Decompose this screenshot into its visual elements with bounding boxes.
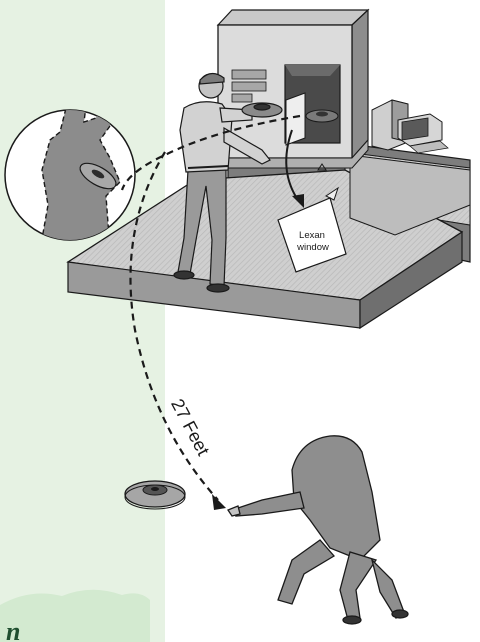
caption-fragment: n bbox=[6, 617, 20, 642]
side-panel bbox=[0, 0, 165, 642]
distance-label: 27 Feet bbox=[167, 396, 213, 459]
monitor-icon bbox=[372, 100, 448, 153]
lexan-label-line2: window bbox=[296, 242, 329, 253]
caption-patch bbox=[0, 590, 150, 642]
crouching-person bbox=[228, 436, 408, 624]
lexan-label-line1: Lexan bbox=[299, 230, 325, 241]
